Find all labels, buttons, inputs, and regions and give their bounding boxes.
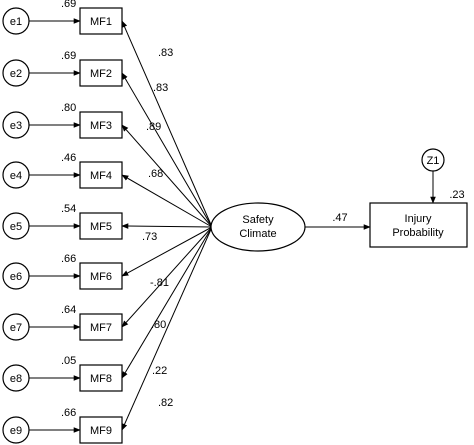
indicator-label-mf3: MF3 <box>90 120 112 132</box>
loading-arrow-mf4 <box>121 174 213 228</box>
indicator-box-mf5 <box>79 212 123 240</box>
loading-arrow-mf9 <box>121 226 213 431</box>
error-label-e1: e1 <box>10 16 22 28</box>
error-loading-label-8: .05 <box>61 355 76 367</box>
indicator-label-mf6: MF6 <box>90 271 112 283</box>
loading-label-mf2: .83 <box>153 82 168 94</box>
error-label-e6: e6 <box>10 271 22 283</box>
loading-label-mf3: .89 <box>146 121 161 133</box>
loading-label-mf9: .82 <box>158 397 173 409</box>
loading-arrow-mf6 <box>121 226 213 277</box>
indicator-box-mf1 <box>79 7 123 35</box>
error-loading-label-1: .69 <box>61 0 76 10</box>
indicator-label-mf1: MF1 <box>90 16 112 28</box>
loading-arrow-mf8 <box>121 226 213 379</box>
loading-arrow-mf1 <box>121 20 213 228</box>
indicator-box-mf6 <box>79 262 123 290</box>
error-label-e8: e8 <box>10 373 22 385</box>
error-loading-label-2: .69 <box>61 50 76 62</box>
error-loading-label-6: .66 <box>61 253 76 265</box>
error-label-e7: e7 <box>10 322 22 334</box>
latent-label-line1: Safety <box>242 214 274 226</box>
indicator-label-mf7: MF7 <box>90 322 112 334</box>
indicator-box-mf7 <box>79 313 123 341</box>
indicator-label-mf4: MF4 <box>90 170 112 182</box>
indicator-label-mf9: MF9 <box>90 425 112 437</box>
error-loading-label-3: .80 <box>61 102 76 114</box>
indicator-label-mf8: MF8 <box>90 373 112 385</box>
error-loading-label-5: .54 <box>61 203 76 215</box>
error-label-e9: e9 <box>10 425 22 437</box>
outcome-label-line1: Injury <box>405 213 432 225</box>
error-label-e4: e4 <box>10 170 22 182</box>
path-coefficient-label: .47 <box>332 212 347 224</box>
error-label-e5: e5 <box>10 221 22 233</box>
injury-probability-box <box>369 202 468 248</box>
indicator-label-mf2: MF2 <box>90 68 112 80</box>
loading-arrow-mf2 <box>121 72 213 228</box>
error-label-e3: e3 <box>10 120 22 132</box>
loading-label-mf5: .73 <box>142 231 157 243</box>
loading-label-mf1: .83 <box>158 47 173 59</box>
error-loading-label-4: .46 <box>61 152 76 164</box>
loading-label-mf4: .68 <box>148 168 163 180</box>
loading-arrow-mf3 <box>121 124 213 228</box>
indicator-box-mf2 <box>79 59 123 87</box>
loading-arrow-mf5 <box>121 223 213 229</box>
outcome-label-line2: Probability <box>392 227 444 239</box>
error-loading-label-9: .66 <box>61 407 76 419</box>
error-label-e2: e2 <box>10 68 22 80</box>
indicator-box-mf8 <box>79 364 123 392</box>
loading-arrow-mf7 <box>121 226 213 328</box>
safety-climate-latent <box>210 202 306 252</box>
outcome-r2-label: .23 <box>449 189 464 201</box>
latent-label-line2: Climate <box>239 228 276 240</box>
indicator-box-mf3 <box>79 111 123 139</box>
loading-label-mf8: .22 <box>152 365 167 377</box>
indicator-label-mf5: MF5 <box>90 221 112 233</box>
loading-label-mf6: -.81 <box>150 277 169 289</box>
disturbance-label: Z1 <box>427 155 440 167</box>
error-loading-label-7: .64 <box>61 304 76 316</box>
